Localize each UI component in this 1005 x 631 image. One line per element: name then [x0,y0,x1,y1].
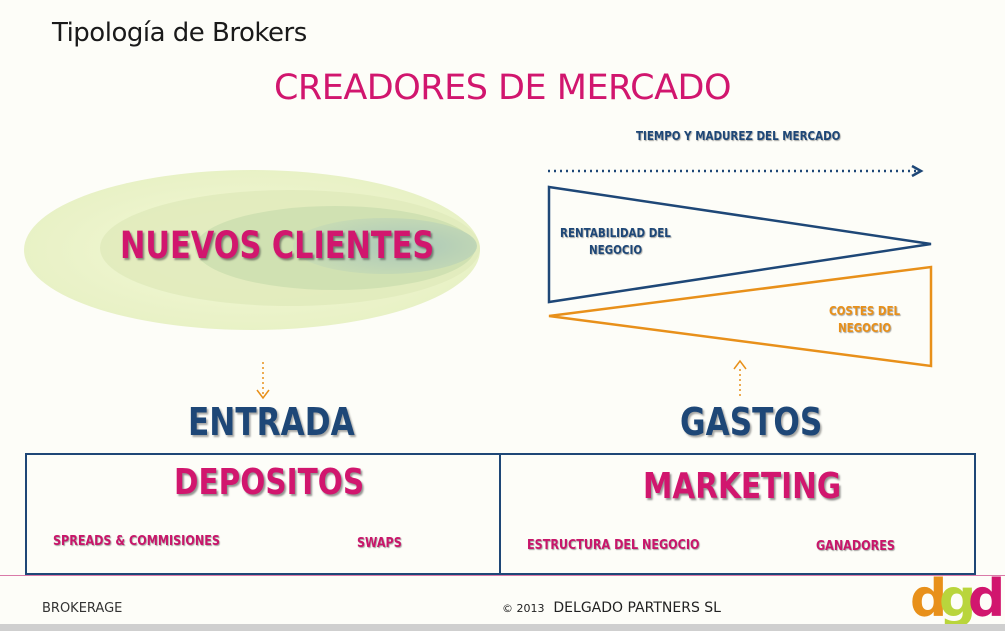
entry-label: ENTRADA [188,400,355,444]
clients-cloud [24,170,480,330]
timeline-label: TIEMPO Y MADUREZ DEL MERCADO [636,129,841,143]
expenses-up-arrow [733,359,747,396]
profit-label-line1: RENTABILIDAD DEL [560,226,671,240]
cost-label-line1: COSTES DEL [829,304,901,318]
deposits-item-swaps: SWAPS [357,536,402,551]
entry-down-arrow [256,362,270,400]
footer-left-text: BROKERAGE [42,601,123,616]
expenses-label: GASTOS [680,400,823,444]
logo-letter-d2: d [968,569,1005,626]
profit-label-line2: NEGOCIO [589,243,643,257]
company-name: DELGADO PARTNERS SL [553,600,721,616]
marketing-title: MARKETING [643,466,842,507]
footer-copyright: © 2013 DELGADO PARTNERS SL [502,600,721,616]
copyright-year: © 2013 [502,602,545,615]
footer-divider [0,575,1005,576]
cost-label-line2: NEGOCIO [838,321,892,335]
timeline-arrow [548,164,924,178]
logo-letter-d1: d [910,569,947,626]
marketing-item-winners: GANADORES [816,539,895,554]
deposits-item-spreads: SPREADS & COMMISIONES [53,534,220,549]
slide-title: Tipología de Brokers [52,18,307,48]
slide-headline: CREADORES DE MERCADO [273,68,732,108]
summary-box-divider [499,453,501,575]
new-clients-label: NUEVOS CLIENTES [120,224,435,267]
profit-wedge [547,185,932,304]
marketing-item-structure: ESTRUCTURA DEL NEGOCIO [527,538,700,553]
bottom-bar [0,624,1005,631]
deposits-title: DEPOSITOS [174,462,365,503]
cost-wedge [548,265,933,368]
logo-letter-g: g [939,569,976,626]
dgd-logo: d g d [910,569,1005,626]
